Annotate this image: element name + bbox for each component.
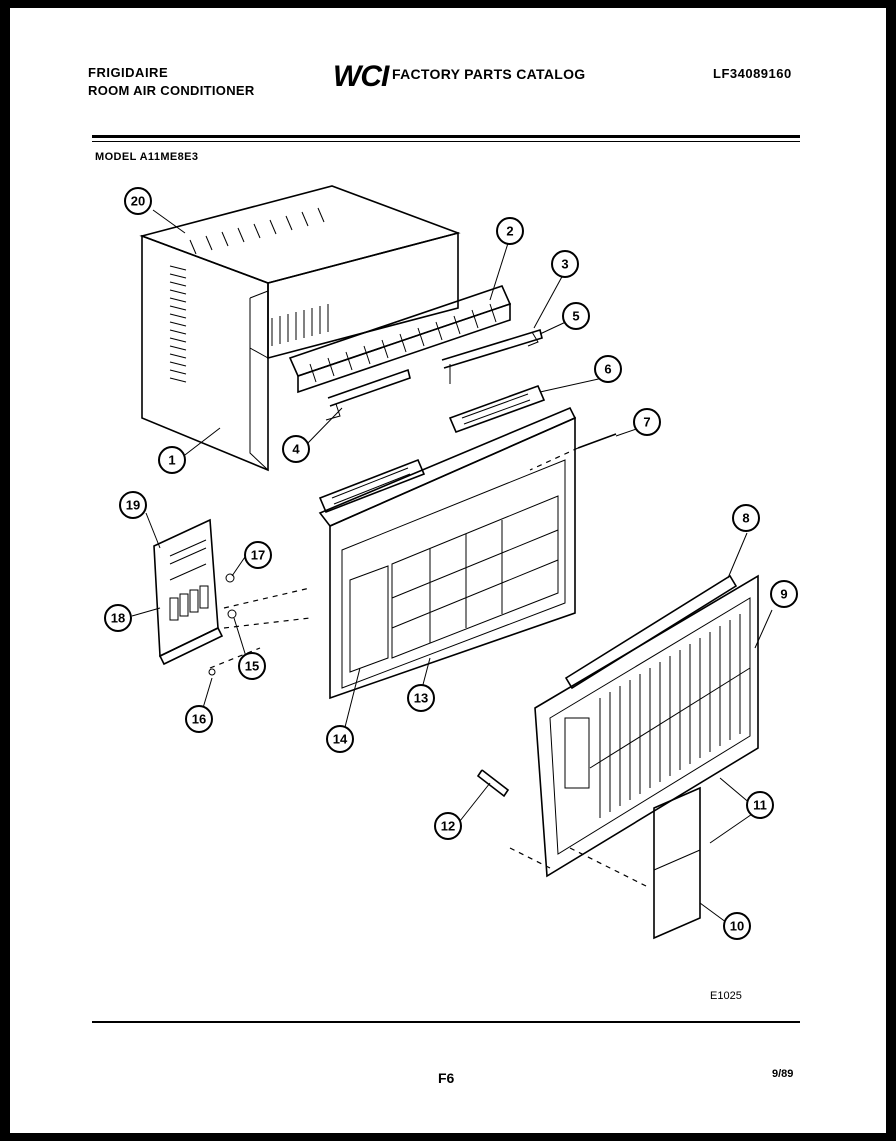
callout-15: 15 <box>238 652 266 680</box>
callout-4: 4 <box>282 435 310 463</box>
louver-assembly-drawing <box>288 285 543 421</box>
svg-text:20: 20 <box>131 194 145 209</box>
control-panel-drawing <box>153 518 311 676</box>
callout-1: 1 <box>158 446 186 474</box>
exploded-parts-diagram: 1 2 3 4 5 6 7 8 9 10 11 12 13 14 15 16 1… <box>104 185 798 940</box>
front-panel-drawing <box>318 406 577 700</box>
callout-8: 8 <box>732 504 760 532</box>
callout-10: 10 <box>723 912 751 940</box>
bracket-drawing <box>476 769 651 889</box>
callout-5: 5 <box>562 302 590 330</box>
callout-14: 14 <box>326 725 354 753</box>
cabinet-wrapper-drawing <box>139 185 461 472</box>
svg-text:6: 6 <box>604 362 611 377</box>
access-door-drawing <box>653 786 701 940</box>
catalog-title: FACTORY PARTS CATALOG <box>392 66 586 82</box>
callout-7: 7 <box>633 408 661 436</box>
filter-drawing <box>564 574 738 690</box>
svg-text:4: 4 <box>292 442 300 457</box>
callout-16: 16 <box>185 705 213 733</box>
upper-grille-drawing <box>448 384 546 434</box>
page-code: F6 <box>438 1070 455 1086</box>
callout-13: 13 <box>407 684 435 712</box>
callout-19: 19 <box>119 491 147 519</box>
callout-17: 17 <box>244 541 272 569</box>
svg-text:11: 11 <box>753 798 767 813</box>
header-rule-thin <box>92 141 800 142</box>
side-grille-drawing <box>318 458 426 514</box>
svg-text:19: 19 <box>126 498 140 513</box>
svg-text:9: 9 <box>780 587 787 602</box>
callout-18: 18 <box>104 604 132 632</box>
model-number: MODEL A11ME8E3 <box>95 151 199 163</box>
svg-text:15: 15 <box>245 659 259 674</box>
date-code: 9/89 <box>772 1068 794 1080</box>
callout-11: 11 <box>746 791 774 819</box>
svg-text:5: 5 <box>572 309 579 324</box>
product-type: ROOM AIR CONDITIONER <box>88 83 255 98</box>
callout-20: 20 <box>124 187 152 215</box>
brand-name: FRIGIDAIRE <box>88 65 169 80</box>
svg-text:14: 14 <box>333 732 348 747</box>
wci-logo: WCI <box>333 60 389 93</box>
catalog-number: LF34089160 <box>713 66 792 81</box>
svg-text:3: 3 <box>561 257 568 272</box>
diagram-code: E1025 <box>710 990 742 1002</box>
footer-rule <box>92 1021 800 1023</box>
svg-text:16: 16 <box>192 712 206 727</box>
header-rule <box>92 135 800 138</box>
svg-text:13: 13 <box>414 691 428 706</box>
catalog-page: FRIGIDAIRE ROOM AIR CONDITIONER WCI FACT… <box>10 8 886 1133</box>
callout-9: 9 <box>770 580 798 608</box>
svg-text:10: 10 <box>730 919 744 934</box>
callout-3: 3 <box>551 250 579 278</box>
front-grille-drawing <box>534 574 759 878</box>
svg-text:2: 2 <box>506 224 513 239</box>
svg-text:17: 17 <box>251 548 265 563</box>
callout-2: 2 <box>496 217 524 245</box>
svg-text:18: 18 <box>111 611 125 626</box>
callout-12: 12 <box>434 812 462 840</box>
svg-text:12: 12 <box>441 819 455 834</box>
svg-text:1: 1 <box>168 453 175 468</box>
svg-text:7: 7 <box>643 415 650 430</box>
callout-6: 6 <box>594 355 622 383</box>
screw-drawing <box>529 433 617 471</box>
svg-text:8: 8 <box>742 511 749 526</box>
